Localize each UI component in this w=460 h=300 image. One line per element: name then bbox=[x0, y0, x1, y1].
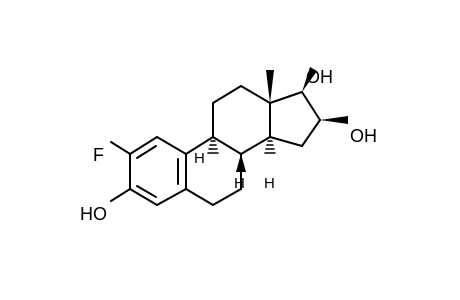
bond-c16-c15 bbox=[301, 119, 321, 147]
wedge-c13-methyl bbox=[266, 70, 274, 103]
ring-c bbox=[212, 85, 271, 155]
bond-c3-c4 bbox=[129, 188, 158, 206]
bond-c9-c8 bbox=[212, 136, 242, 155]
wedge-c17-oh bbox=[302, 67, 317, 92]
bond-c3-oxygen bbox=[110, 188, 131, 202]
h-c9-label: H bbox=[194, 150, 205, 167]
double-bond-c1-c2 bbox=[136, 145, 157, 159]
ring-a bbox=[129, 136, 187, 206]
bond-c13-c17 bbox=[269, 91, 303, 104]
h-c14-label: H bbox=[264, 175, 275, 192]
bond-c6-c4a bbox=[185, 188, 214, 206]
hydroxyl-c16-label: OH bbox=[350, 126, 377, 146]
bond-c12-c13 bbox=[240, 85, 271, 104]
ring-d bbox=[269, 91, 321, 147]
bond-c7-c6 bbox=[212, 188, 242, 206]
bond-c2-fluorine bbox=[110, 141, 131, 155]
double-bond-c3-c4 bbox=[136, 185, 157, 198]
h-c8-label: H bbox=[234, 175, 245, 192]
hash-c14-h bbox=[264, 140, 276, 154]
bond-c14-c8 bbox=[240, 136, 271, 155]
wedge-c8-h bbox=[236, 154, 246, 172]
hydroxyl-c17-label: OH bbox=[306, 67, 333, 87]
hash-c9-h bbox=[207, 140, 219, 154]
bond-c10a-c9 bbox=[185, 136, 214, 155]
bond-c11-c12 bbox=[212, 85, 242, 104]
ring-b bbox=[185, 136, 242, 206]
bond-c15-c14 bbox=[269, 136, 303, 147]
bond-c1-c2 bbox=[129, 136, 158, 155]
bond-c4-c4a bbox=[156, 188, 187, 206]
hydroxyl-c3-label: HO bbox=[80, 204, 107, 224]
wedge-c16-oh bbox=[320, 116, 348, 124]
bond-c17-c16 bbox=[301, 91, 321, 121]
fluorine-label: F bbox=[93, 145, 104, 165]
bond-c10a-c1 bbox=[156, 136, 187, 155]
